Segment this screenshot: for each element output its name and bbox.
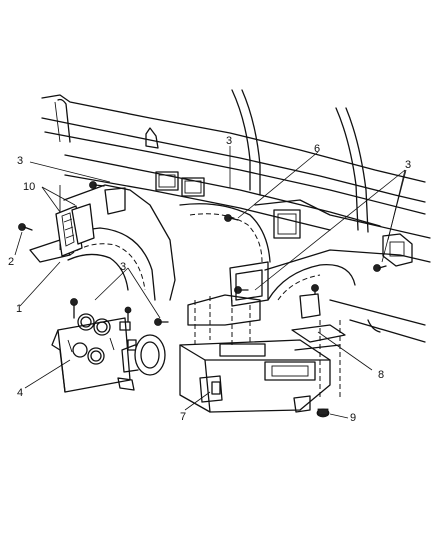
grommet (316, 408, 330, 418)
callout-3-left: 3 (17, 155, 23, 167)
vent-grille (55, 203, 95, 257)
callout-7: 7 (180, 411, 186, 423)
body-side-panel (41, 89, 431, 343)
callout-6: 6 (314, 143, 320, 155)
leader-lines (14, 146, 407, 419)
callout-1: 1 (16, 303, 22, 315)
callout-4: 4 (17, 387, 23, 399)
callout-9: 9 (350, 412, 356, 424)
callout-3-right: 3 (405, 159, 411, 171)
callout-10: 10 (23, 181, 35, 193)
callout-3-middle: 3 (120, 261, 126, 273)
screw-3-left (89, 181, 105, 189)
screw-3-mid (154, 318, 169, 326)
blower-motor (117, 334, 166, 391)
screw-6 (224, 214, 239, 222)
heater-housing (179, 261, 331, 413)
callout-8: 8 (378, 369, 384, 381)
callout-2: 2 (8, 256, 14, 268)
callout-labels: 3 10 2 1 3 3 6 3 4 7 8 9 (8, 135, 411, 424)
screws (18, 181, 387, 326)
screw-3-right (373, 264, 387, 272)
screw-2 (18, 223, 33, 231)
bracket-right (291, 293, 346, 400)
screw-heater (70, 298, 78, 319)
wheelhouse-panel (29, 184, 356, 301)
heater-bracket (51, 313, 137, 393)
screw-heater-2 (124, 306, 132, 323)
callout-3-top: 3 (226, 135, 232, 147)
